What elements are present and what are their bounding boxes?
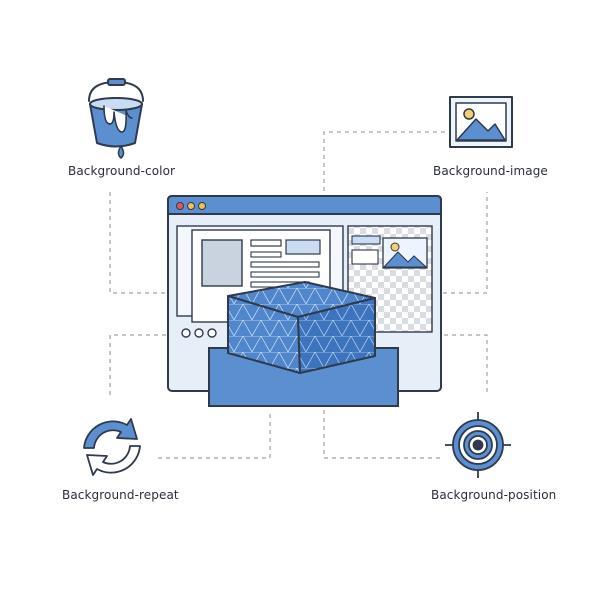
image-placeholder-box [201, 239, 243, 287]
repeat-arrow-top [83, 418, 138, 449]
repeat-arrows-icon [83, 418, 141, 476]
paint-drip [103, 105, 133, 133]
connector-background-position [323, 334, 488, 459]
label-background-repeat: Background-repeat [62, 488, 179, 502]
text-line-2 [250, 251, 282, 258]
paint-drop [117, 145, 125, 159]
connector-background-image [323, 131, 445, 193]
mini-sun-icon [390, 242, 400, 252]
bucket-rim [89, 97, 143, 111]
connector-lines [109, 131, 488, 459]
window-dot-yellow [187, 202, 195, 210]
sun-icon [463, 108, 475, 120]
block-side-face [297, 297, 376, 374]
browser-window [167, 195, 442, 407]
paint-bucket-icon [88, 78, 144, 159]
mini-caption-line [351, 249, 379, 265]
label-background-position: Background-position [431, 488, 557, 502]
mountains-icon [456, 118, 506, 141]
window-dot-yellow-2 [198, 202, 206, 210]
text-line-4 [250, 271, 320, 278]
control-circle-1 [181, 328, 191, 338]
connector-background-color [109, 192, 168, 294]
browser-title-bar [167, 195, 442, 215]
control-circle-2 [194, 328, 204, 338]
crosshair-target-icon [445, 412, 511, 478]
connector-background-repeat [109, 334, 271, 459]
picture-frame-small [351, 235, 381, 245]
mini-mountains [382, 251, 428, 268]
bucket-handle-grip [107, 78, 126, 86]
text-line-1 [250, 239, 282, 247]
label-background-color: Background-color [68, 164, 176, 178]
landscape-picture-icon [449, 96, 513, 148]
connector-image-right [443, 192, 488, 294]
header-block [285, 239, 321, 255]
label-background-image: Background-image [433, 164, 548, 178]
text-line-3 [250, 261, 320, 268]
patterned-3d-block [227, 281, 376, 374]
window-dot-red [176, 202, 184, 210]
repeat-arrow-bottom [86, 445, 141, 476]
target-bullseye [472, 439, 484, 451]
control-circle-3 [207, 328, 217, 338]
